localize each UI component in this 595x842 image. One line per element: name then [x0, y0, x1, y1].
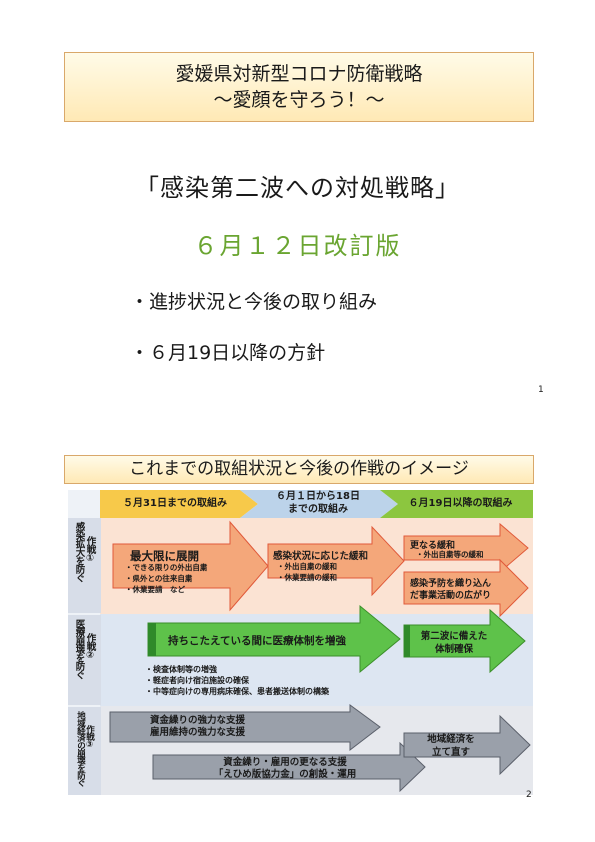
row3-label: 地域経済の崩壊を防ぐ 作戦③: [68, 707, 101, 795]
a2-items: ・外出自粛の緩和 ・休業要請の緩和: [277, 562, 337, 582]
e3-text: 地域経済を 立て直す: [427, 734, 475, 758]
g1-title: 持ちこたえている間に医療体制を増強: [168, 635, 346, 647]
arrow-max-deploy: [112, 520, 269, 612]
arrow-funding-support: [109, 704, 381, 752]
phase2-label-line1: ６月１日から18日: [276, 491, 360, 502]
cover-title-box: 愛媛県対新型コロナ防衛戦略 ～愛顔を守ろう！～: [64, 52, 534, 122]
strategy-heading: 「感染第二波への対処戦略」: [135, 174, 460, 202]
cover-subtitle: ～愛顔を守ろう！～: [213, 89, 385, 111]
arrow-relax: [267, 525, 405, 597]
g1-items: ・検査体制等の増強 ・軽症者向け宿泊施設の確保 ・中等症向けの専用病床確保、患者…: [145, 665, 329, 696]
phase3-band: [380, 490, 533, 518]
a4-text: 感染予防を織り込ん だ事業活動の広がり: [410, 579, 492, 601]
phase1-band: [100, 490, 258, 518]
page-number: 1: [538, 385, 544, 395]
a3-title: 更なる緩和: [410, 541, 456, 551]
g2-text: 第二波に備えた 体制確保: [420, 631, 488, 655]
a1-items: ・できる限りの外出自粛 ・県外との往来自粛 ・休業要請 など: [125, 563, 208, 594]
phase3-label: ６月19日以降の取組み: [408, 498, 513, 509]
arrow-further-support: [152, 741, 426, 793]
bullet-item: ・６月19日以降の方針: [130, 342, 326, 364]
e1-text: 資金繰りの強力な支援 雇用維持の強力な支援: [150, 715, 246, 738]
a3-items: ・外出自粛等の緩和: [416, 550, 484, 559]
phase-header: [100, 490, 533, 518]
phase2-label-line2: までの取組み: [288, 504, 348, 515]
arrow-medical-boost: [147, 604, 401, 674]
a1-title: 最大限に展開: [130, 549, 199, 563]
arrow-business-activity: [403, 558, 529, 618]
a2-title: 感染状況に応じた緩和: [273, 551, 369, 562]
arrow-second-wave: [403, 608, 526, 674]
bullet-item: ・進捗状況と今後の取り組み: [130, 291, 378, 313]
phase1-label: ５月31日までの取組み: [123, 498, 227, 509]
row2-label: 医療崩壊を防ぐ 作戦②: [68, 615, 101, 705]
arrow-economy-rebuild: [403, 714, 531, 776]
revision-label: ６月１２日改訂版: [193, 232, 402, 260]
arrow-further-relax: [403, 522, 529, 574]
slide-title: これまでの取組状況と今後の作戦のイメージ: [64, 455, 534, 484]
page-number: 2: [526, 790, 532, 800]
row1-label: 感染拡大を防ぐ 作戦①: [68, 518, 101, 613]
e2-text: 資金繰り・雇用の更なる支援 「えひめ版協力金」の創設・運用: [213, 757, 357, 780]
phase2-band: [240, 490, 398, 518]
cover-title: 愛媛県対新型コロナ防衛戦略: [175, 63, 423, 85]
